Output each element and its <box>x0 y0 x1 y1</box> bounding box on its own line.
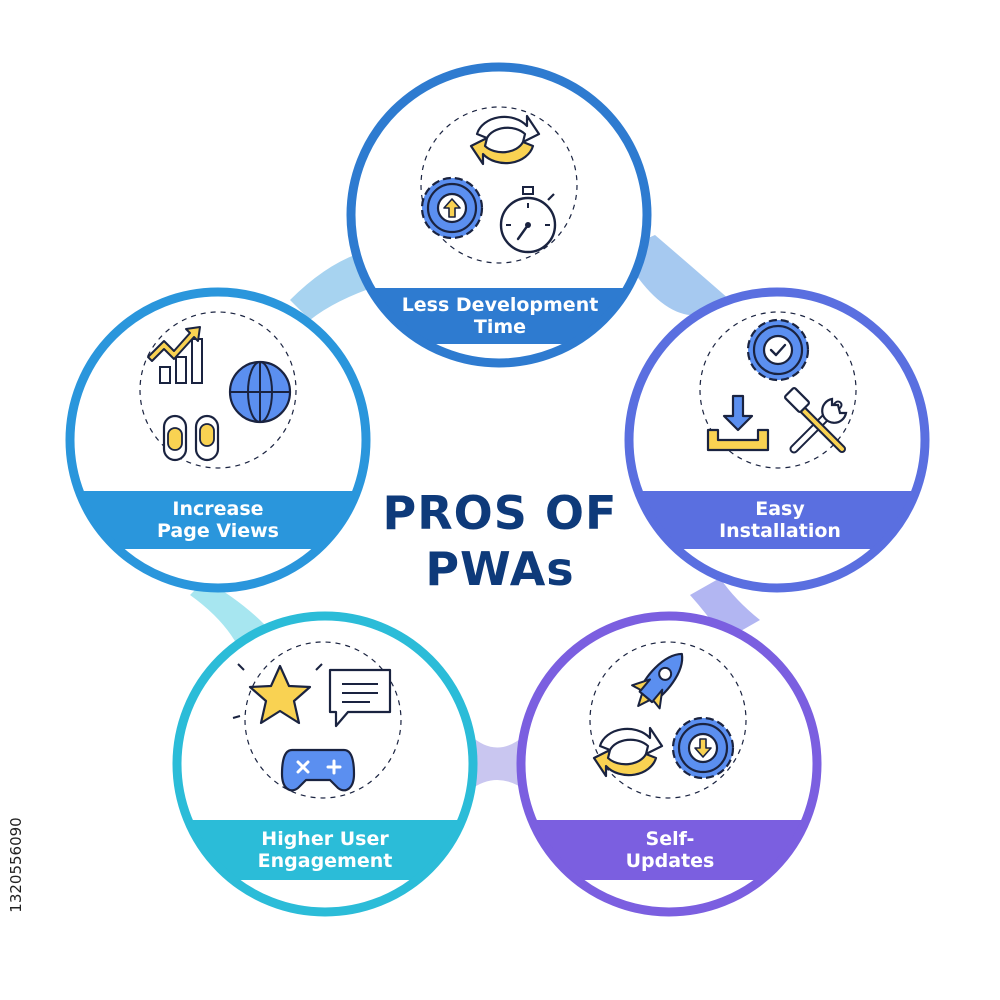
label-band-increase-page-views <box>70 491 366 549</box>
dashed-ring <box>420 106 578 264</box>
label-band-easy-installation <box>629 491 925 549</box>
gamepad-icon <box>280 748 356 792</box>
footprints-icon <box>162 414 220 462</box>
rocket-icon <box>631 652 684 710</box>
connector-bottomleft-left <box>190 580 265 650</box>
label-higher-user-engagement: Higher User Engagement <box>257 828 393 872</box>
dashed-ring <box>139 311 297 469</box>
dashed-ring <box>699 311 857 469</box>
refresh-icon <box>592 726 664 778</box>
refresh-icon <box>469 114 541 166</box>
circle-easy-installation <box>624 287 930 593</box>
label-easy-installation: Easy Installation <box>719 498 841 542</box>
stock-id: 1320556090 <box>2 750 30 980</box>
gear-check-icon <box>746 318 810 382</box>
stopwatch-icon <box>499 186 557 254</box>
label-less-development-time: Less Development Time <box>401 294 599 338</box>
growth-chart-icon <box>147 326 203 384</box>
label-increase-page-views: Increase Page Views <box>157 498 279 542</box>
dashed-ring <box>589 641 747 799</box>
connector-bottomright-bottomleft <box>470 735 525 790</box>
connector-right-bottomright <box>690 578 760 640</box>
globe-icon <box>228 360 292 424</box>
download-tray-icon <box>706 394 770 452</box>
title-line-1: PROS OF <box>382 486 618 540</box>
circle-increase-page-views <box>65 287 371 593</box>
circle-higher-user-engagement <box>172 611 478 917</box>
dashed-ring <box>244 641 402 799</box>
gear-upload-icon <box>420 176 484 240</box>
tools-icon <box>784 387 848 454</box>
label-self-updates: Self- Updates <box>625 828 715 872</box>
diagram-title: PROS OF PWAs <box>330 485 670 597</box>
circle-self-updates <box>516 611 822 917</box>
star-icon <box>232 663 323 725</box>
chat-bubble-icon <box>328 668 392 728</box>
connector-top-right <box>620 235 730 316</box>
stock-id-text: 1320556090 <box>7 817 25 913</box>
title-line-2: PWAs <box>425 542 575 596</box>
gear-download-icon <box>671 716 735 780</box>
